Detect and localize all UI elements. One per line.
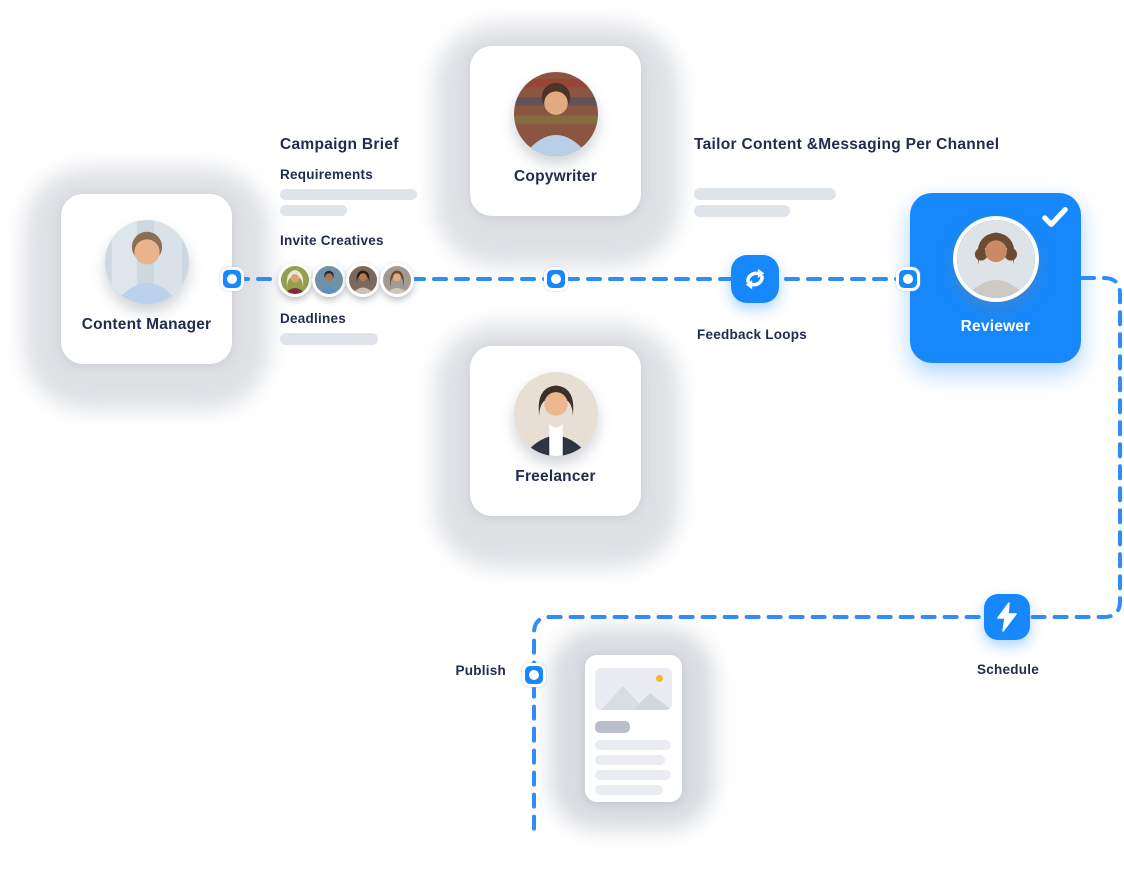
creative-avatar-2 (312, 263, 346, 297)
publish-label: Publish (455, 663, 506, 678)
tailor-bar-2 (694, 205, 790, 217)
document-title-bar (595, 721, 630, 733)
tailor-channel-heading: Tailor Content &Messaging Per Channel (694, 136, 1000, 153)
copywriter-label: Copywriter (514, 168, 597, 185)
lightning-icon (984, 594, 1030, 640)
document-image-placeholder (595, 668, 672, 710)
document-text-bar-4 (595, 785, 663, 795)
reviewer-card: Reviewer (910, 193, 1081, 363)
reviewer-node (896, 267, 920, 291)
creative-avatar-4 (380, 263, 414, 297)
feedback-loops-label: Feedback Loops (697, 327, 808, 342)
copywriter-card: Copywriter (470, 46, 641, 216)
document-text-bar-1 (595, 740, 671, 750)
document-text-bar-3 (595, 770, 671, 780)
content-manager-label: Content Manager (81, 316, 212, 333)
mountains-icon (601, 686, 672, 710)
schedule-label: Schedule (976, 662, 1040, 677)
requirements-bar-2 (280, 205, 347, 216)
document-image-sun-dot (656, 675, 663, 682)
published-document-card (585, 655, 682, 802)
document-text-bar-2 (595, 755, 665, 765)
deadlines-label: Deadlines (280, 311, 347, 326)
tailor-bar-1 (694, 188, 836, 200)
content-manager-avatar (104, 220, 189, 304)
campaign-brief-heading: Campaign Brief (280, 136, 399, 153)
requirements-bar-1 (280, 189, 417, 200)
freelancer-label: Freelancer (515, 468, 596, 485)
check-icon (1042, 207, 1068, 227)
publish-node (522, 663, 546, 687)
content-manager-card: Content Manager (61, 194, 232, 364)
reviewer-avatar (952, 216, 1039, 302)
creative-avatar-1 (278, 263, 312, 297)
creative-avatar-3 (346, 263, 380, 297)
deadlines-bar (280, 333, 378, 345)
sync-icon (731, 255, 779, 303)
freelancer-card: Freelancer (470, 346, 641, 516)
requirements-label: Requirements (280, 167, 374, 182)
invite-creatives-label: Invite Creatives (280, 233, 384, 248)
copywriter-node (544, 267, 568, 291)
content-manager-node (220, 267, 244, 291)
freelancer-avatar (513, 372, 598, 456)
copywriter-avatar (513, 72, 598, 156)
schedule-publish-line (532, 276, 1122, 834)
reviewer-label: Reviewer (960, 318, 1031, 335)
